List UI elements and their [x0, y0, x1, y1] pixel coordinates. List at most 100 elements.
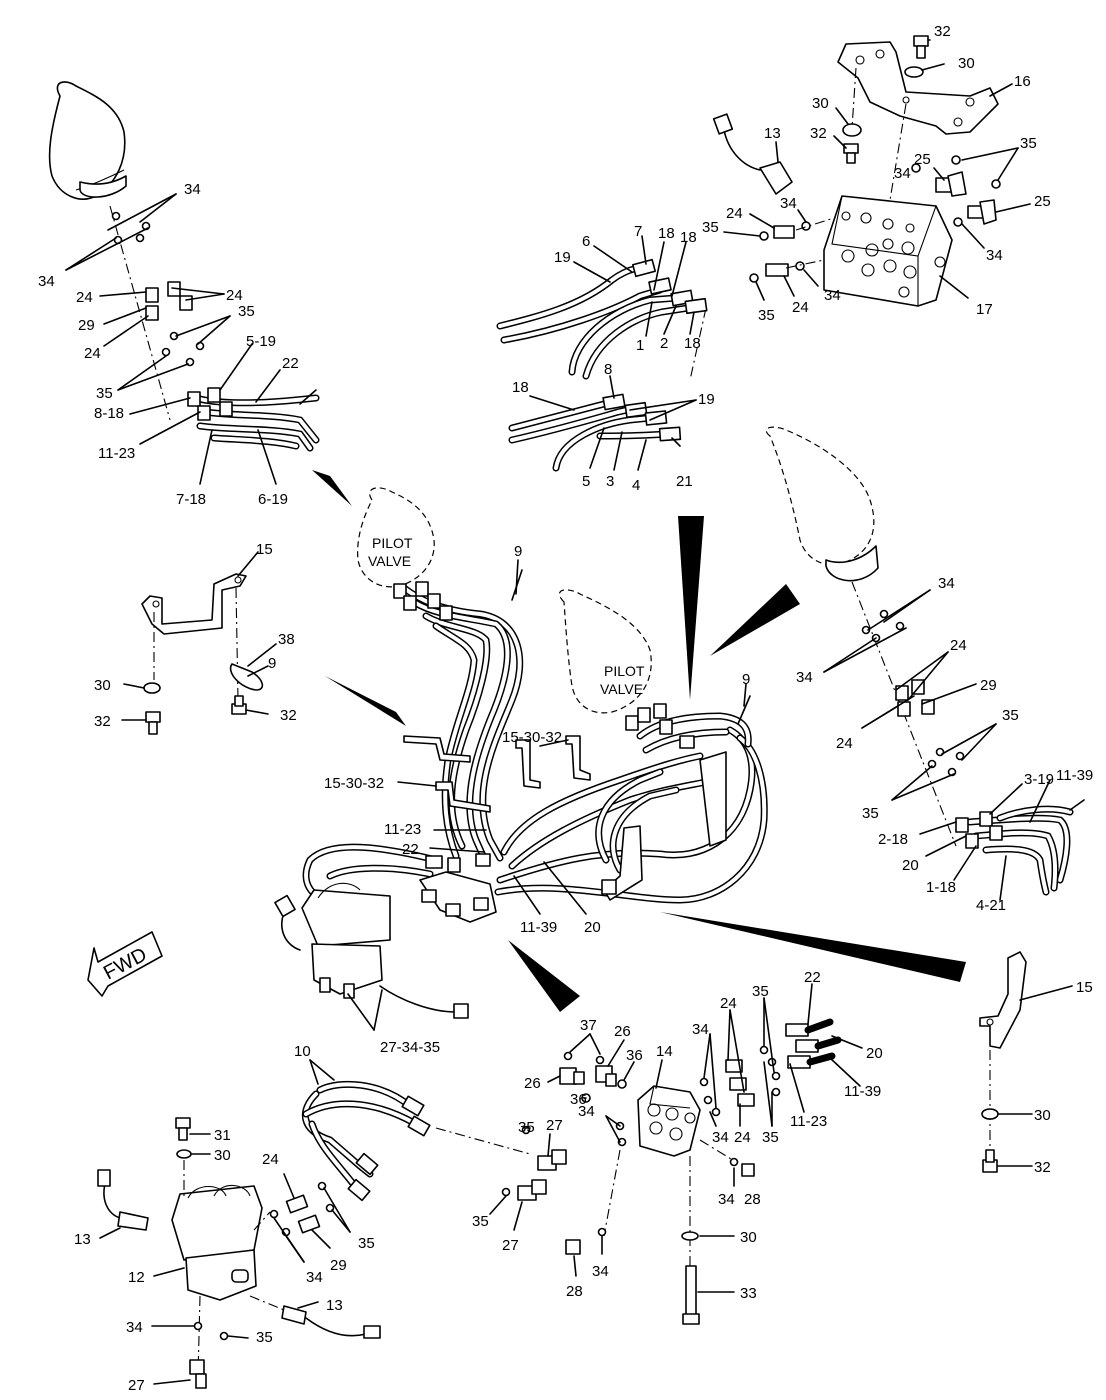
harness-brackets	[403, 735, 727, 901]
callout-7-18: 7-18	[176, 491, 206, 508]
callout-20-r: 20	[902, 857, 919, 874]
callout-10: 10	[294, 1043, 311, 1060]
callout-18-b: 18	[680, 229, 697, 246]
callout-14: 14	[656, 1043, 673, 1060]
orings-left-lower	[161, 331, 205, 367]
pressure-switch-13-bl1	[97, 1169, 149, 1231]
fwd-arrow: FWD	[87, 931, 163, 997]
callout-11-39-r: 11-39	[1056, 767, 1093, 784]
callout-3-19: 3-19	[1024, 771, 1054, 788]
bolt-31	[175, 1117, 191, 1141]
elbow-27-bm2	[517, 1179, 547, 1201]
callout-13-top: 13	[764, 125, 781, 142]
callout-32-b: 32	[810, 125, 827, 142]
callout-13-bl2: 13	[326, 1297, 343, 1314]
callout-19-a: 19	[554, 249, 571, 266]
callout-38: 38	[278, 631, 295, 648]
joystick-grip-left	[48, 81, 127, 200]
callout-34-l1: 34	[184, 181, 201, 198]
pilot-valve-fittings-right	[625, 695, 751, 749]
callout-1: 1	[636, 337, 644, 354]
callout-35-r2: 35	[862, 805, 879, 822]
callout-34-c: 34	[780, 195, 797, 212]
fittings-left	[145, 281, 193, 321]
callout-29-l: 29	[78, 317, 95, 334]
callout-28-b: 28	[566, 1283, 583, 1300]
callout-33: 33	[740, 1285, 757, 1302]
callout-15-r: 15	[1076, 979, 1093, 996]
bolt-32-left-b	[231, 695, 247, 715]
callout-16: 16	[1014, 73, 1031, 90]
callout-28-a: 28	[744, 1191, 761, 1208]
callout-9-c: 9	[742, 671, 750, 688]
bracket-15-right	[979, 951, 1027, 1150]
pilot-valve-right-caption-1: PILOT	[604, 663, 645, 679]
pilot-valve-left: PILOT VALVE	[357, 487, 435, 588]
callout-24-l2: 24	[226, 287, 243, 304]
bolt-32-left-a	[145, 711, 161, 735]
callout-35-bm1: 35	[752, 983, 769, 1000]
bolt-32-right	[982, 1149, 998, 1173]
callout-15-a: 15	[256, 541, 273, 558]
callout-35-r1: 35	[1002, 707, 1019, 724]
callout-1-18: 1-18	[926, 879, 956, 896]
callout-35-l1: 35	[238, 303, 255, 320]
callout-34-r1: 34	[938, 575, 955, 592]
fittings-valve-14	[725, 1018, 842, 1107]
callout-27-bm2: 27	[502, 1237, 519, 1254]
callout-9-a: 9	[514, 543, 522, 560]
pilot-valve-left-caption-2: VALVE	[368, 553, 411, 569]
callout-11-23-l: 11-23	[98, 445, 135, 462]
callout-34-bm4: 34	[718, 1191, 735, 1208]
bracket-15-left	[141, 573, 247, 701]
callout-36-a: 36	[626, 1047, 643, 1064]
callout-34-d: 34	[986, 247, 1003, 264]
callout-34-e: 34	[824, 287, 841, 304]
callout-15-30-32-b: 15-30-32	[324, 775, 384, 792]
washer-30-bm	[681, 1231, 699, 1241]
callout-32-r: 32	[1034, 1159, 1051, 1176]
elbow-25-b	[967, 199, 997, 225]
callout-30-r: 30	[1034, 1107, 1051, 1124]
fittings-24-top	[765, 225, 795, 277]
callout-11-39-m: 11-39	[520, 919, 557, 936]
pointer-wedge-4	[710, 584, 800, 656]
washer-30-top	[904, 66, 924, 78]
washer-30-right	[981, 1108, 999, 1120]
callout-24-r2: 24	[836, 735, 853, 752]
callout-25-b: 25	[1034, 193, 1051, 210]
callout-8: 8	[604, 361, 612, 378]
callout-15-30-32-a: 15-30-32	[502, 729, 562, 746]
pointer-wedge-2	[325, 676, 406, 726]
center-pump-unit	[274, 882, 469, 1019]
callout-6-19: 6-19	[258, 491, 288, 508]
callout-32-l2: 32	[280, 707, 297, 724]
callout-11-23-bm: 11-23	[790, 1113, 827, 1130]
callout-24-l1: 24	[76, 289, 93, 306]
pilot-valve-fittings-left	[393, 569, 523, 621]
callout-11-23-m: 11-23	[384, 821, 421, 838]
pilot-valve-right-caption-2: VALVE	[600, 681, 643, 697]
callout-30-l: 30	[94, 677, 111, 694]
callout-24-l3: 24	[84, 345, 101, 362]
hose-group-top	[496, 258, 708, 380]
callout-35-d: 35	[758, 307, 775, 324]
callout-34-bl2: 34	[126, 1319, 143, 1336]
callout-27-34-35: 27-34-35	[380, 1039, 440, 1056]
orings-right-upper	[861, 609, 905, 643]
clamp-38	[229, 663, 264, 691]
orings-right-lower	[927, 747, 965, 777]
callout-34-bl1: 34	[306, 1269, 323, 1286]
elbow-26-a	[559, 1067, 585, 1085]
callout-32-l1: 32	[94, 713, 111, 730]
callout-35-bm2: 35	[762, 1129, 779, 1146]
callout-27-bm1: 27	[546, 1117, 563, 1134]
callout-12: 12	[128, 1269, 145, 1286]
callout-2-18: 2-18	[878, 831, 908, 848]
center-valve-block	[419, 853, 497, 923]
elbow-25-a	[935, 171, 967, 197]
callout-24-bm1: 24	[720, 995, 737, 1012]
callout-24-bm2: 24	[734, 1129, 751, 1146]
